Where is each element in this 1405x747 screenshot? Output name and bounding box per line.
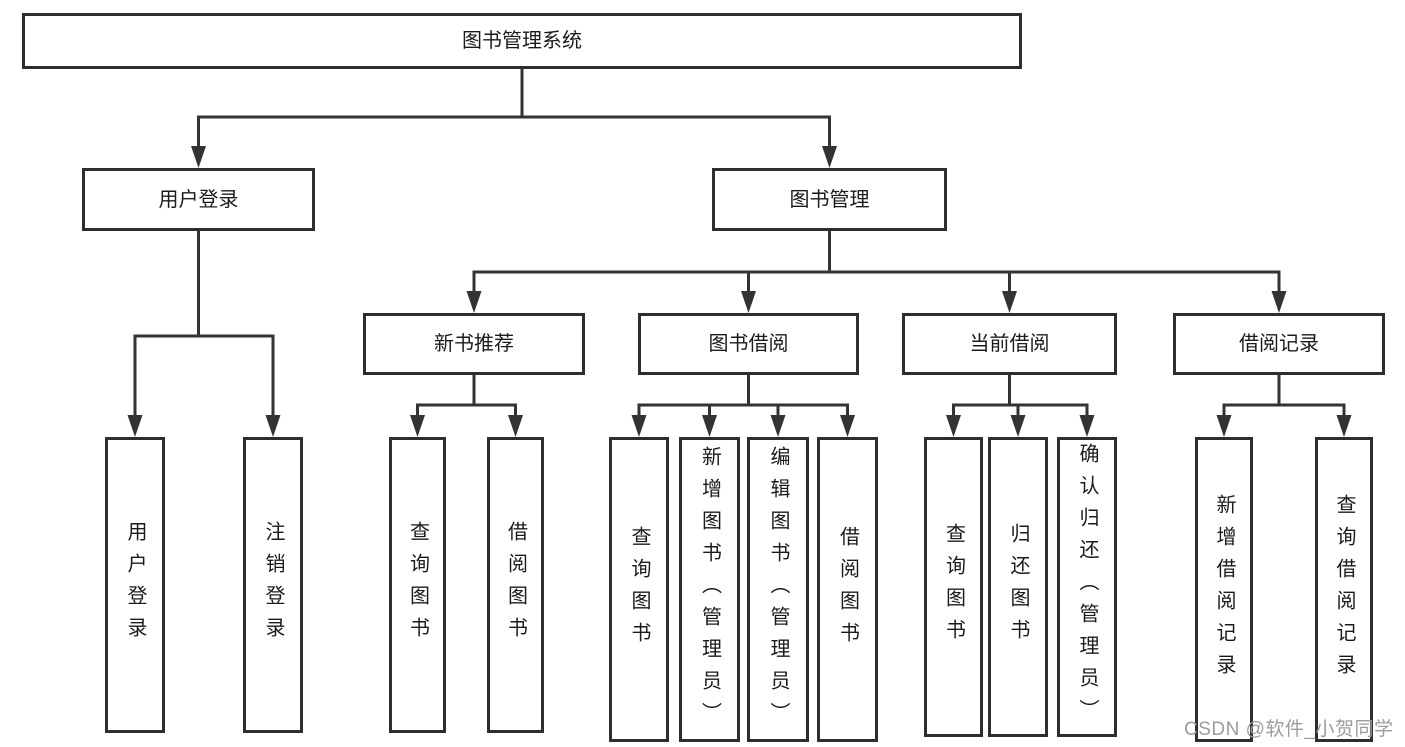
leaf-return-book: 归还图书 (988, 437, 1048, 737)
leaf-query-books-current: 查询图书 (924, 437, 983, 737)
node-book-management: 图书管理 (712, 168, 947, 231)
leaf-user-login: 用户登录 (105, 437, 165, 733)
node-borrow-records: 借阅记录 (1173, 313, 1385, 375)
node-new-book-recommend: 新书推荐 (363, 313, 585, 375)
leaf-borrow-book-borrowing: 借阅图书 (817, 437, 878, 742)
leaf-add-book-admin: 新增图书（管理员） (679, 437, 740, 742)
node-current-borrowing: 当前借阅 (902, 313, 1117, 375)
leaf-add-borrow-record: 新增借阅记录 (1195, 437, 1253, 742)
leaf-query-borrow-record: 查询借阅记录 (1315, 437, 1373, 742)
node-book-borrowing: 图书借阅 (638, 313, 859, 375)
leaf-edit-book-admin: 编辑图书（管理员） (747, 437, 809, 742)
leaf-logout: 注销登录 (243, 437, 303, 733)
leaf-borrow-book: 借阅图书 (487, 437, 544, 733)
node-library-management-system: 图书管理系统 (22, 13, 1022, 69)
node-user-login: 用户登录 (82, 168, 315, 231)
watermark: CSDN @软件_小贺同学 (1184, 719, 1394, 740)
leaf-query-books: 查询图书 (389, 437, 446, 733)
leaf-query-books-borrowing: 查询图书 (609, 437, 669, 742)
leaf-confirm-return-admin: 确认归还（管理员） (1057, 437, 1117, 737)
